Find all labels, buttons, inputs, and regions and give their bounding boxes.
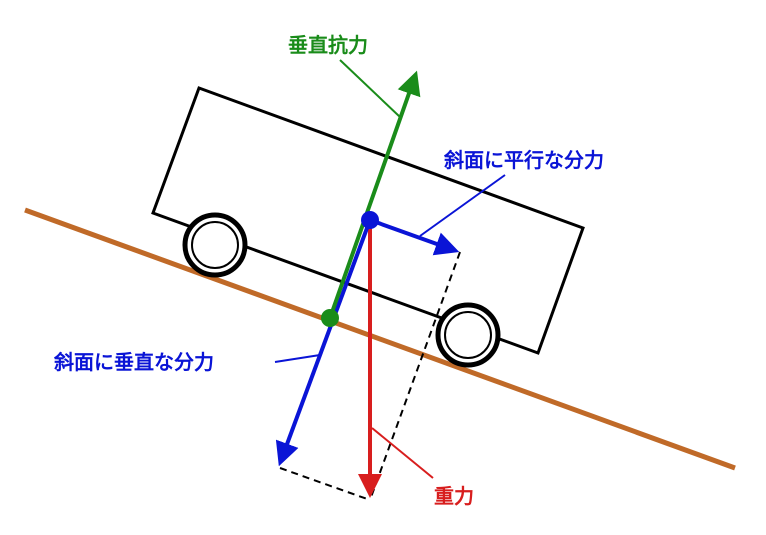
perpendicular-component-label: 斜面に垂直な分力 <box>53 350 214 374</box>
perpendicular-component-leader <box>274 354 321 363</box>
parallel-component-label: 斜面に平行な分力 <box>443 148 604 172</box>
wheel-rear <box>182 212 248 278</box>
normal-force-arrow <box>328 70 421 319</box>
perpendicular-component-arrow <box>275 219 372 467</box>
normal-force-label: 垂直抗力 <box>288 33 368 57</box>
dashed-guide-parallel <box>369 251 461 501</box>
gravity-label: 重力 <box>434 484 474 508</box>
contact-point <box>321 309 339 327</box>
center-of-gravity-point <box>361 211 379 229</box>
parallel-component-arrow <box>369 218 460 256</box>
normal-force-leader <box>339 59 401 118</box>
dashed-guide-perpendicular <box>279 467 371 501</box>
slope-line <box>24 207 736 471</box>
wheel-front <box>435 302 501 368</box>
gravity-leader <box>371 427 434 479</box>
parallel-component-leader <box>419 174 506 237</box>
